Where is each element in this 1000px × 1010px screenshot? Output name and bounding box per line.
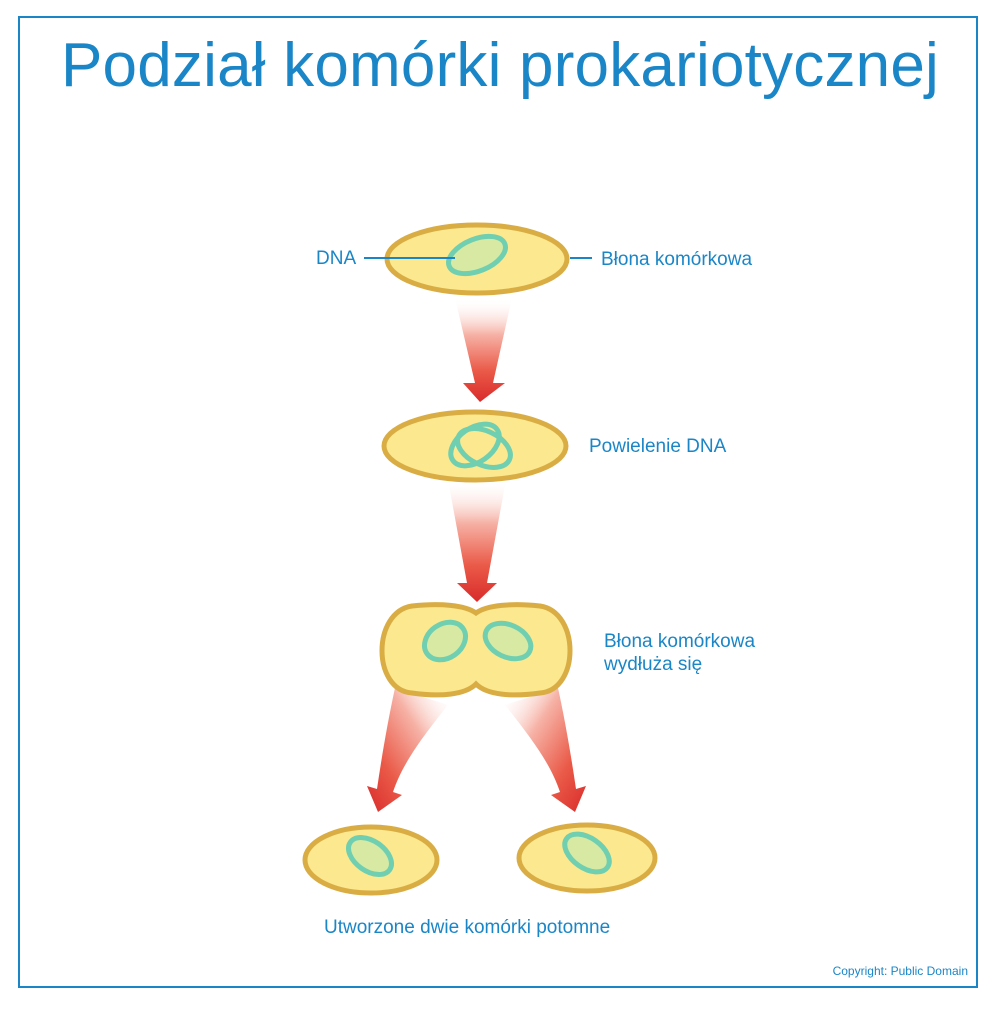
arrow-2 — [448, 480, 506, 602]
elongation-label-line2: wydłuża się — [604, 654, 703, 675]
cell-stage-2 — [381, 409, 569, 483]
copyright-notice: Copyright: Public Domain — [832, 964, 968, 978]
cell-stage-3 — [379, 602, 573, 698]
daughter-cell-right — [516, 822, 658, 894]
daughters-label: Utworzone dwie komórki potomne — [324, 917, 611, 938]
arrow-1 — [455, 298, 512, 402]
arrow-3-left — [367, 688, 448, 812]
replication-label: Powielenie DNA — [589, 436, 727, 457]
dna-label: DNA — [316, 248, 357, 269]
page-title: Podział komórki prokariotycznej — [61, 31, 939, 100]
membrane-label: Błona komórkowa — [601, 249, 753, 270]
arrow-3-right — [505, 688, 586, 812]
dna-loop — [446, 233, 508, 277]
daughter-cell-left — [302, 824, 440, 896]
cell-stage-1 — [384, 222, 570, 296]
elongation-label-line1: Błona komórkowa — [604, 631, 756, 652]
